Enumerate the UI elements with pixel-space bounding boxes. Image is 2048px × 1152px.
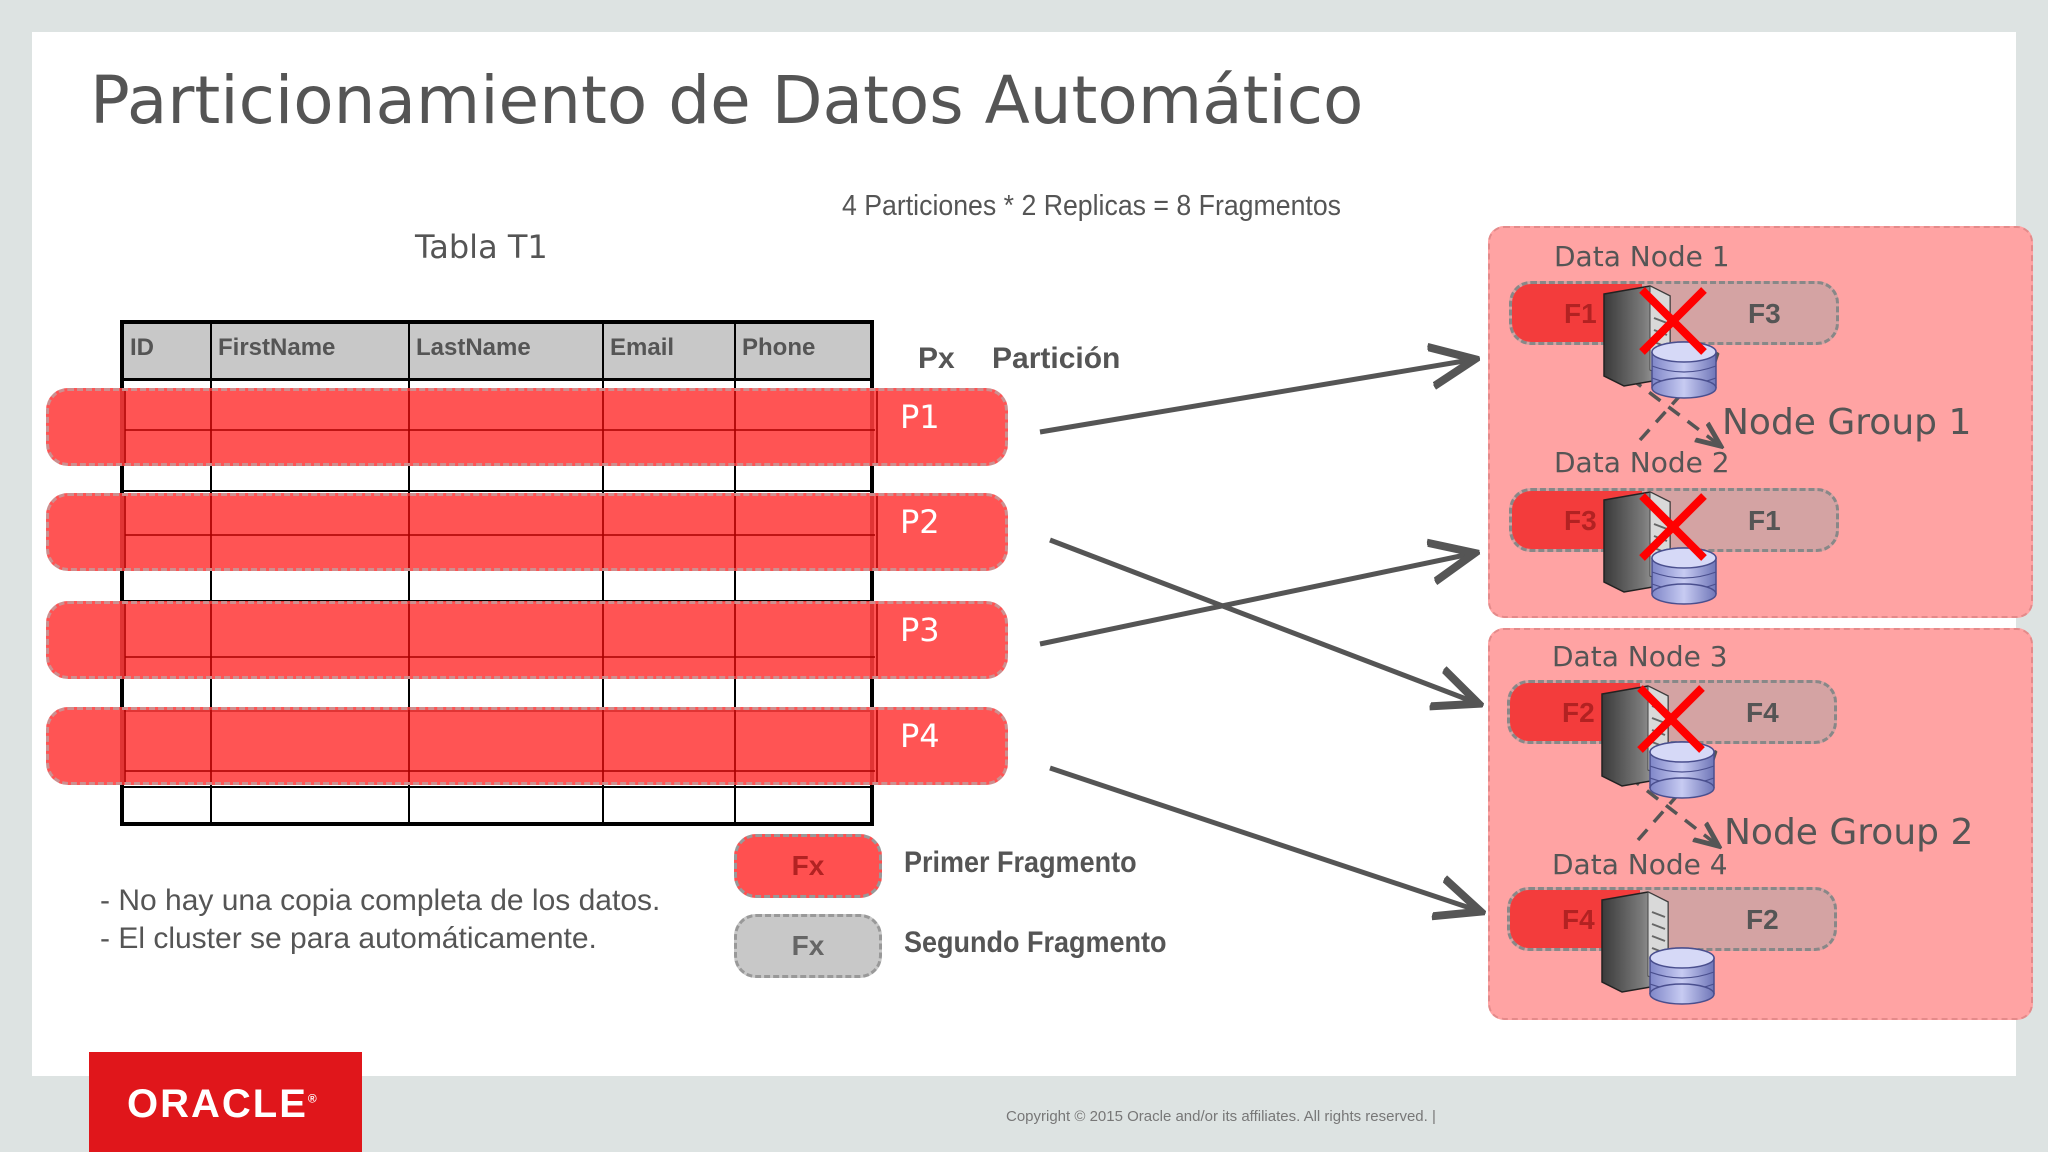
notes: - No hay una copia completa de los datos… xyxy=(100,882,660,958)
data-node-4-primary: F4 xyxy=(1562,904,1595,935)
column-divider xyxy=(602,324,604,822)
header-email: Email xyxy=(610,334,675,361)
table-header: ID FirstName LastName Email Phone xyxy=(124,324,870,381)
partition-band-p4 xyxy=(46,707,1008,785)
row-divider xyxy=(124,786,870,788)
legend-secondary-swatch: Fx xyxy=(734,914,882,978)
node-group-1-label: Node Group 1 xyxy=(1722,402,1972,443)
data-node-3-fragments: F2 F4 xyxy=(1507,680,1837,744)
copyright-text: Copyright © 2015 Oracle and/or its affil… xyxy=(1006,1108,1436,1125)
data-node-3-secondary: F4 xyxy=(1746,697,1779,728)
partition-band-p3 xyxy=(46,601,1008,679)
node-group-2-label: Node Group 2 xyxy=(1724,812,1974,853)
slide-title: Particionamiento de Datos Automático xyxy=(90,62,1364,139)
partition-band-p1 xyxy=(46,388,1008,466)
data-node-1-secondary: F3 xyxy=(1748,298,1781,329)
oracle-logo: ORACLE® xyxy=(89,1052,362,1152)
column-px: Px xyxy=(918,342,955,375)
data-node-4-label: Data Node 4 xyxy=(1552,848,1728,881)
note-line: - El cluster se para automáticamente. xyxy=(100,922,597,955)
note-line: - No hay una copia completa de los datos… xyxy=(100,884,661,917)
data-node-2-secondary: F1 xyxy=(1748,505,1781,536)
fragment-formula: 4 Particiones * 2 Replicas = 8 Fragmento… xyxy=(842,190,1342,222)
data-node-3-primary: F2 xyxy=(1562,697,1595,728)
header-lastname: LastName xyxy=(416,334,531,361)
row-divider xyxy=(124,490,870,492)
data-node-4-secondary: F2 xyxy=(1746,904,1779,935)
legend-primary-swatch: Fx xyxy=(734,834,882,898)
header-phone: Phone xyxy=(742,334,816,361)
header-firstname: FirstName xyxy=(218,334,336,361)
column-divider xyxy=(408,324,410,822)
data-node-2-primary: F3 xyxy=(1564,505,1597,536)
partition-label-p2: P2 xyxy=(900,503,940,541)
data-node-2-label: Data Node 2 xyxy=(1554,446,1730,479)
data-node-1-label: Data Node 1 xyxy=(1554,240,1730,273)
partition-label-p4: P4 xyxy=(900,717,940,755)
column-divider xyxy=(210,324,212,822)
partition-band-p2 xyxy=(46,493,1008,571)
table-title: Tabla T1 xyxy=(415,228,548,266)
column-partition: Partición xyxy=(992,342,1121,375)
partition-label-p3: P3 xyxy=(900,611,940,649)
oracle-logo-text: ORACLE xyxy=(127,1082,308,1126)
legend-primary-label: Primer Fragmento xyxy=(904,846,1137,879)
header-id: ID xyxy=(130,334,154,361)
data-node-3-label: Data Node 3 xyxy=(1552,640,1728,673)
column-divider xyxy=(734,324,736,822)
partition-label-p1: P1 xyxy=(900,398,940,436)
data-node-1-primary: F1 xyxy=(1564,298,1597,329)
legend-secondary-label: Segundo Fragmento xyxy=(904,926,1167,959)
